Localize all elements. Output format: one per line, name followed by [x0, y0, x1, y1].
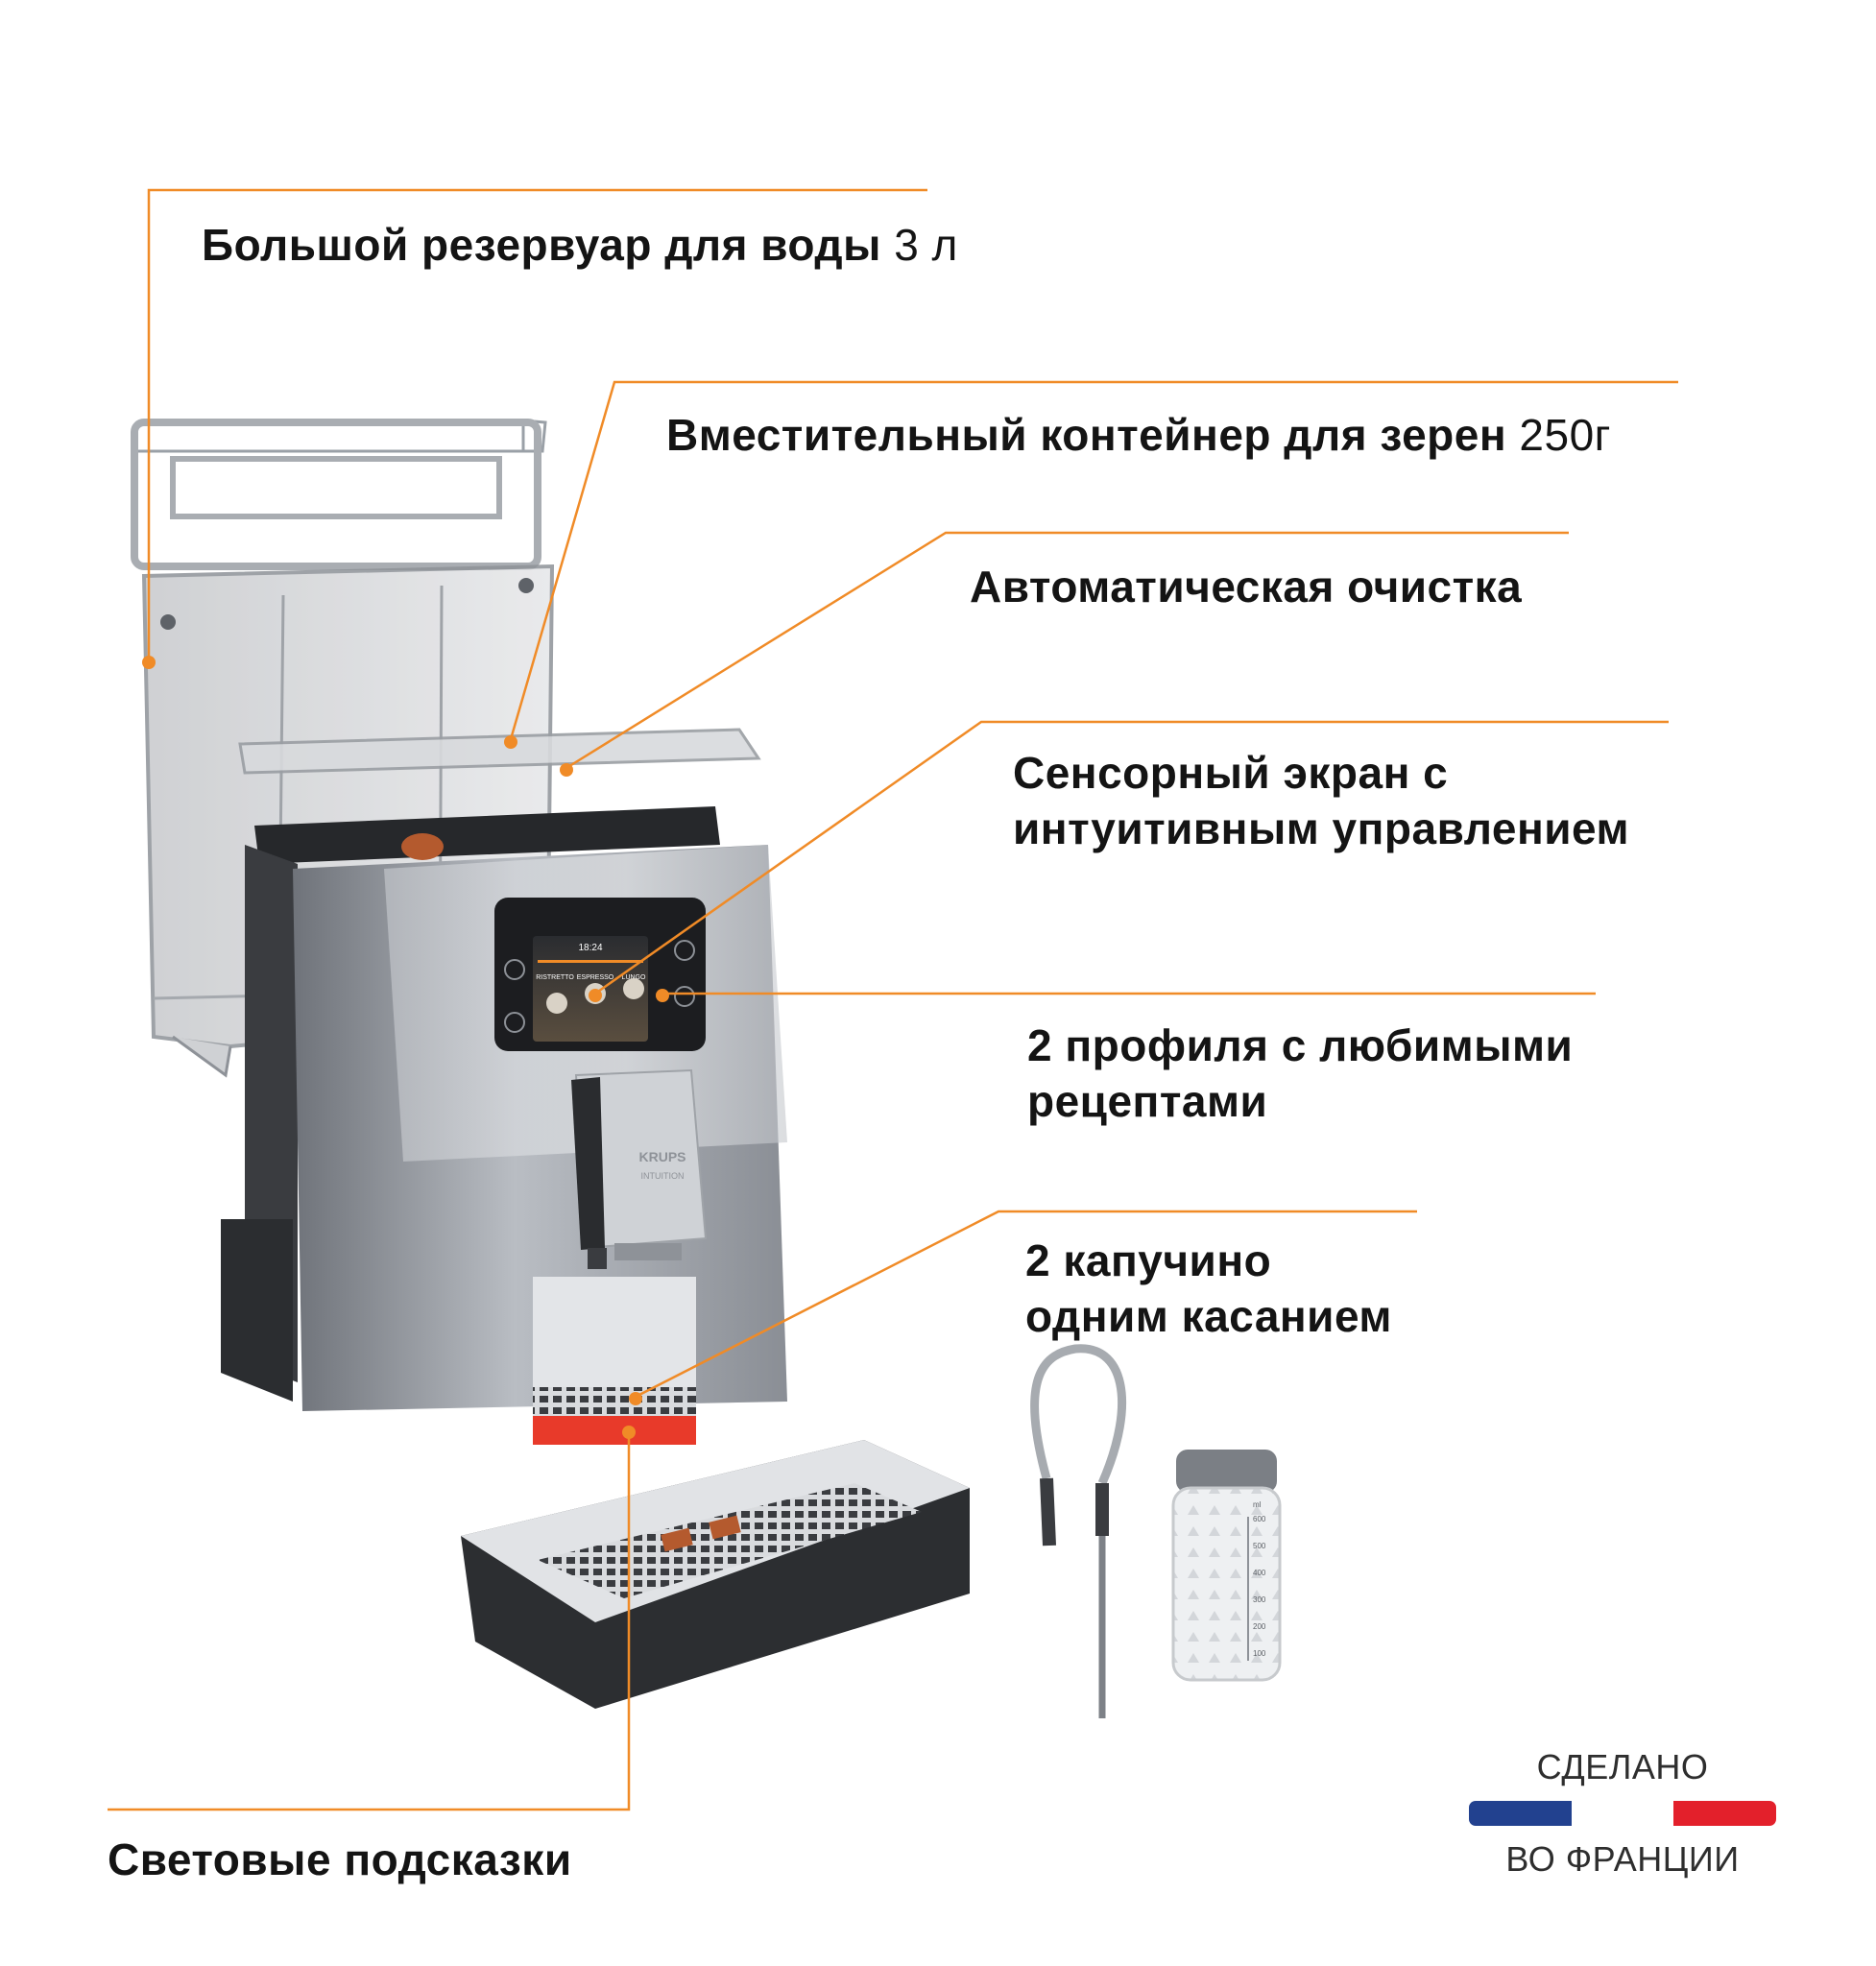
- leader-dot-water-tank: [142, 656, 156, 669]
- leader-light-hints: [108, 1430, 631, 1811]
- leader-touchscreen: [594, 720, 1669, 995]
- jar-scale-100: 100: [1253, 1649, 1266, 1658]
- feature-auto-clean-title: Автоматическая очистка: [970, 562, 1523, 611]
- feature-touchscreen-line2: интуитивным управлением: [1013, 803, 1630, 853]
- jar-scale-200: 200: [1253, 1622, 1266, 1631]
- jar-scale-400: 400: [1253, 1569, 1266, 1577]
- leader-dot-touchscreen: [589, 989, 602, 1002]
- leader-water-tank: [147, 188, 927, 659]
- feature-profiles-line1: 2 профиля с любимыми: [1027, 1020, 1574, 1070]
- brand-logo: KRUPS: [638, 1149, 685, 1164]
- flag-blue: [1469, 1801, 1572, 1826]
- flag-red: [1673, 1801, 1776, 1826]
- leader-auto-clean: [565, 531, 1569, 770]
- badge-top-text: СДЕЛАНО: [1536, 1747, 1709, 1786]
- leader-cappuccino: [635, 1210, 1417, 1399]
- screen-drink-2: ESPRESSO: [577, 974, 614, 981]
- model-logo: INTUITION: [641, 1171, 685, 1181]
- feature-light-hints-title: Световые подсказки: [108, 1834, 572, 1884]
- feature-light-hints: Световые подсказки: [108, 1832, 572, 1887]
- jar-scale: ml 600 500 400 300 200 100: [1253, 1500, 1266, 1658]
- feature-water-tank-spec: 3 л: [894, 220, 958, 270]
- made-in-france-badge: СДЕЛАНО ВО ФРАНЦИИ: [1469, 1747, 1776, 1880]
- screen-time: 18:24: [578, 943, 602, 953]
- jar-scale-500: 500: [1253, 1542, 1266, 1550]
- milk-tube-illustration: [1030, 1344, 1127, 1718]
- screen-drink-1: RISTRETTO: [536, 974, 574, 981]
- leader-bean-container: [509, 380, 1678, 740]
- feature-bean-container: Вместительный контейнер для зерен 250г: [666, 407, 1611, 463]
- leader-dot-auto-clean: [560, 763, 573, 777]
- coffee-machine-illustration: 18:24 RISTRETTO ESPRESSO LUNGO KRUPS INT…: [221, 728, 970, 1709]
- leader-dot-cappuccino: [629, 1392, 642, 1405]
- feature-touchscreen: Сенсорный экран с интуитивным управление…: [1013, 745, 1629, 856]
- jar-scale-600: 600: [1253, 1515, 1266, 1523]
- feature-water-tank: Большой резервуар для воды 3 л: [202, 217, 958, 273]
- feature-water-tank-title: Большой резервуар для воды: [202, 220, 881, 270]
- feature-cappuccino: 2 капучино одним касанием: [1025, 1233, 1392, 1344]
- feature-profiles-line2: рецептами: [1027, 1076, 1268, 1126]
- flag-white: [1571, 1801, 1674, 1826]
- screen-drink-3: LUNGO: [622, 974, 646, 981]
- feature-profiles: 2 профиля с любимыми рецептами: [1027, 1018, 1573, 1129]
- leader-dot-profiles: [656, 989, 669, 1002]
- milk-jar-illustration: [1171, 1450, 1282, 1682]
- badge-bottom-text: ВО ФРАНЦИИ: [1505, 1839, 1740, 1879]
- feature-bean-container-spec: 250г: [1519, 410, 1611, 460]
- leader-dot-bean-container: [504, 735, 517, 749]
- feature-touchscreen-line1: Сенсорный экран с: [1013, 748, 1449, 798]
- jar-scale-300: 300: [1253, 1595, 1266, 1604]
- feature-cappuccino-line2: одним касанием: [1025, 1291, 1392, 1341]
- feature-bean-container-title: Вместительный контейнер для зерен: [666, 410, 1507, 460]
- feature-auto-clean: Автоматическая очистка: [970, 559, 1522, 614]
- leader-dot-light-hints: [622, 1426, 636, 1439]
- french-flag: [1469, 1801, 1776, 1826]
- feature-cappuccino-line1: 2 капучино: [1025, 1235, 1272, 1285]
- jar-scale-unit: ml: [1253, 1500, 1262, 1509]
